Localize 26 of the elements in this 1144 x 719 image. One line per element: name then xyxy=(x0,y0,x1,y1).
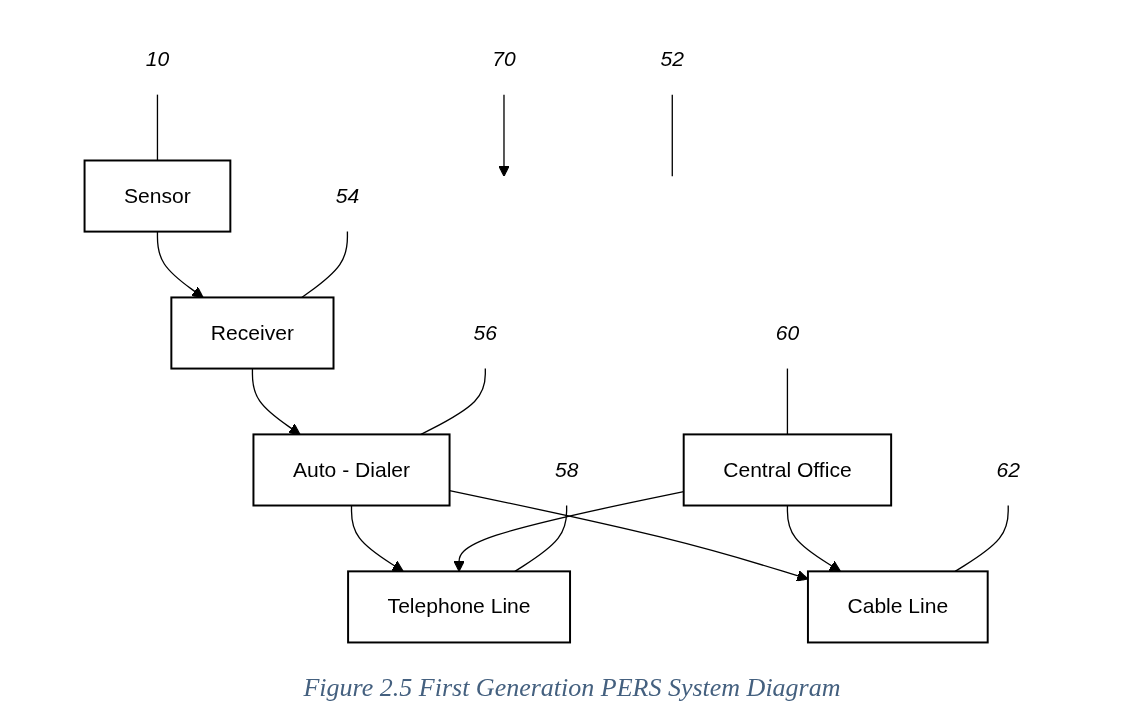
leader-line xyxy=(514,504,568,572)
figure-caption: Figure 2.5 First Generation PERS System Diagram xyxy=(303,673,841,703)
callout-number: 62 xyxy=(996,457,1020,480)
process-box: Receiver xyxy=(170,295,335,370)
leader-line xyxy=(954,504,1009,572)
leader-line xyxy=(671,93,673,177)
arrow xyxy=(156,230,204,298)
arrow xyxy=(251,367,301,435)
arrow xyxy=(498,93,510,177)
process-box: Sensor xyxy=(83,159,232,233)
callout-number: 54 xyxy=(335,183,360,207)
callout-number: 52 xyxy=(660,46,684,70)
process-box: Auto - Dialer xyxy=(252,432,451,506)
leader-line xyxy=(156,93,159,161)
callout-number: 56 xyxy=(473,320,498,344)
callout-number: 70 xyxy=(492,46,516,70)
callout-number: 60 xyxy=(775,320,800,344)
process-box: Central Office xyxy=(682,432,893,506)
callout-number: 58 xyxy=(554,457,579,480)
process-box: Telephone Line xyxy=(347,569,572,643)
leader-line xyxy=(786,367,789,435)
leader-line xyxy=(301,230,349,298)
arrow xyxy=(350,504,404,572)
arrow xyxy=(786,504,841,572)
callout-number: 10 xyxy=(145,46,170,70)
process-box: Cable Line xyxy=(806,569,989,643)
